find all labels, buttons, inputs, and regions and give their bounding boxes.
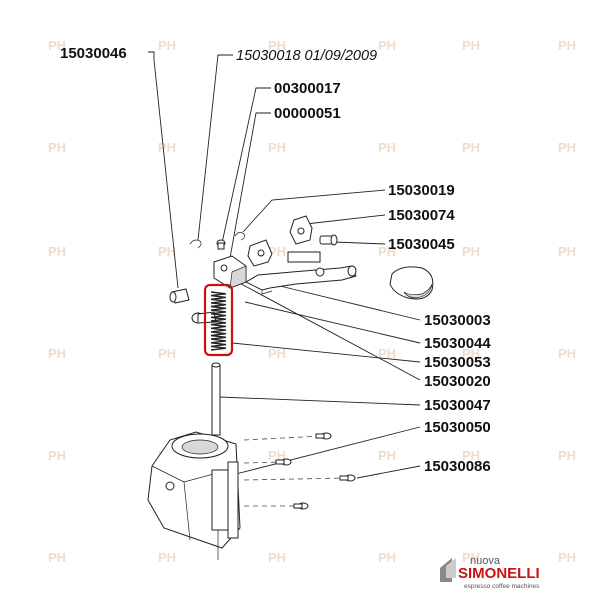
brand-logo: nuova SIMONELLI espresso coffee machines — [440, 555, 540, 590]
watermark-mark: PH — [378, 140, 396, 155]
watermark-mark: PH — [462, 140, 480, 155]
brand-tagline: espresso coffee machines — [464, 583, 540, 590]
watermark-mark: PH — [558, 550, 576, 565]
part-labels: 15030046 15030018 01/09/2009 00300017 00… — [60, 45, 491, 475]
rod-15030047 — [211, 362, 221, 436]
watermark-mark: PH — [378, 346, 396, 361]
watermark-mark: PH — [48, 448, 66, 463]
label-15030045: 15030045 — [388, 236, 455, 253]
brand-name: SIMONELLI — [458, 565, 540, 582]
label-00300017: 00300017 — [274, 80, 341, 97]
watermark-mark: PH — [158, 38, 176, 53]
watermark-mark: PH — [378, 550, 396, 565]
label-15030053: 15030053 — [424, 354, 491, 371]
lever-block — [213, 255, 247, 289]
label-15030074: 15030074 — [388, 207, 455, 224]
lever-handle-knob — [389, 266, 434, 300]
label-15030086: 15030086 — [424, 458, 491, 475]
leader-lines — [148, 51, 421, 479]
watermark-mark: PH — [268, 140, 286, 155]
label-15030018: 15030018 01/09/2009 — [236, 48, 377, 64]
watermark-mark: PH — [268, 550, 286, 565]
watermark-mark: PH — [48, 550, 66, 565]
watermark-mark: PH — [558, 38, 576, 53]
body-screws — [243, 432, 356, 510]
lever-plate — [247, 239, 321, 267]
bracket-15030074 — [289, 215, 313, 245]
watermark-mark: PH — [558, 244, 576, 259]
watermark-mark: PH — [378, 448, 396, 463]
watermark-mark: PH — [268, 346, 286, 361]
watermark-mark: PH — [462, 244, 480, 259]
brand-top-text: nuova — [470, 555, 501, 567]
watermark-mark: PH — [378, 38, 396, 53]
spring-15030053 — [210, 291, 227, 351]
watermark-grid: PH PH PH PH PH PH PH PH PH PH PH PH PH PH PH PH PH PH PH PH… — [48, 38, 576, 565]
simonelli-logo-icon — [440, 558, 456, 582]
watermark-mark: PH — [558, 346, 576, 361]
watermark-mark: PH — [462, 448, 480, 463]
watermark-mark: PH — [48, 38, 66, 53]
label-15030047: 15030047 — [424, 397, 491, 414]
watermark-mark: PH — [558, 140, 576, 155]
watermark-mark: PH — [268, 38, 286, 53]
label-15030019: 15030019 — [388, 182, 455, 199]
watermark-mark: PH — [158, 346, 176, 361]
screw-00300017 — [216, 239, 226, 250]
group-body-15030050 — [147, 431, 241, 560]
watermark-mark: PH — [48, 140, 66, 155]
lever-arm-15030003 — [244, 265, 357, 295]
watermark-mark: PH — [158, 140, 176, 155]
watermark-mark: PH — [462, 550, 480, 565]
watermark-mark: PH — [158, 550, 176, 565]
spring-coil — [210, 291, 227, 351]
highlight-box — [203, 283, 234, 357]
watermark-mark: PH — [558, 448, 576, 463]
watermark-mark: PH — [462, 38, 480, 53]
pin-15030046 — [169, 288, 190, 304]
watermark-mark: PH — [48, 244, 66, 259]
watermark-mark: PH — [158, 244, 176, 259]
watermark-mark: PH — [268, 448, 286, 463]
label-00000051: 00000051 — [274, 105, 341, 122]
pin-15030045 — [319, 234, 338, 246]
watermark-mark: PH — [48, 346, 66, 361]
label-15030046: 15030046 — [60, 45, 127, 62]
watermark-mark: PH — [462, 346, 480, 361]
label-15030044: 15030044 — [424, 335, 491, 352]
label-15030020: 15030020 — [424, 373, 491, 390]
watermark-mark: PH — [268, 244, 286, 259]
clip-15030018 — [189, 239, 202, 249]
label-15030050: 15030050 — [424, 419, 491, 436]
clip-15030019 — [234, 232, 245, 241]
watermark-mark: PH — [378, 244, 396, 259]
label-15030003: 15030003 — [424, 312, 491, 329]
